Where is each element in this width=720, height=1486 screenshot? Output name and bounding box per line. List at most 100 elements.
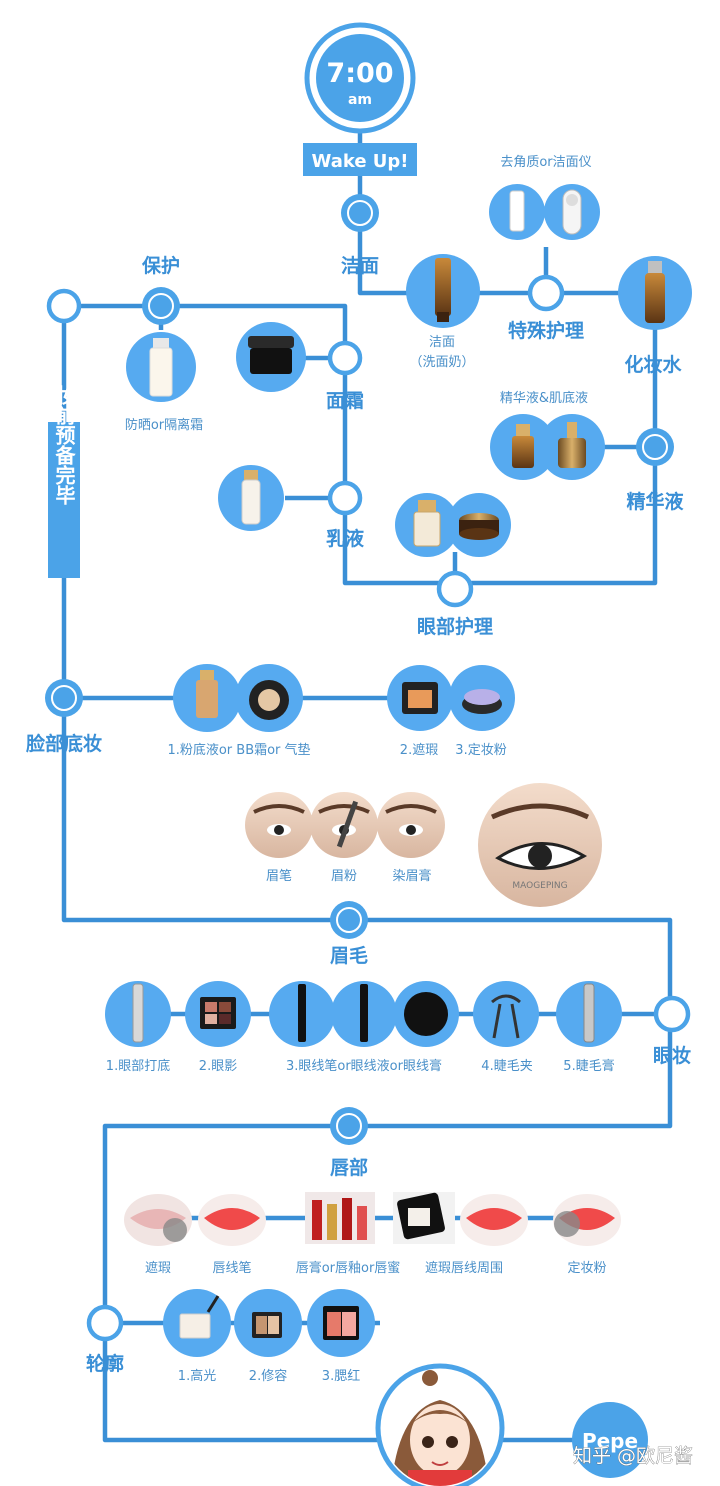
caption-foundation: 1.粉底液or BB霜or 气垫 xyxy=(167,742,310,758)
node-ready xyxy=(46,288,82,324)
toner-bottle-icon xyxy=(645,273,665,323)
eye-cream-jar-icon xyxy=(413,511,441,547)
label-essence: 精华液 xyxy=(626,490,684,513)
product-circles: MAOGEPING xyxy=(105,184,692,1357)
caption-lip-conceal: 遮瑕 xyxy=(145,1260,171,1276)
label-ready: 妆前预备完毕 xyxy=(52,384,76,505)
label-toner: 化妆水 xyxy=(624,353,682,376)
caption-lip-set: 定妆粉 xyxy=(567,1261,606,1276)
foundation-bottle-icon xyxy=(196,680,218,718)
toner-product xyxy=(618,256,692,330)
label-lotion: 乳液 xyxy=(326,527,365,550)
label-eye-care: 眼部护理 xyxy=(417,615,493,638)
caption-lip-edge: 遮瑕唇线周围 xyxy=(425,1260,503,1276)
highlighter-brush-icon xyxy=(179,1313,211,1339)
serum-products xyxy=(490,414,605,480)
label-lips: 唇部 xyxy=(330,1156,368,1179)
caption-setting-powder: 3.定妆粉 xyxy=(455,743,506,758)
node-lotion xyxy=(327,480,363,516)
caption-brow-dye: 染眉膏 xyxy=(392,868,431,884)
clock-ampm: am xyxy=(348,92,372,108)
compact-icon xyxy=(393,1192,455,1244)
node-brow xyxy=(330,901,368,939)
label-cleanse: 洁面 xyxy=(341,254,379,277)
cream-product xyxy=(236,322,306,392)
ready-banner: 妆前预备完毕 xyxy=(48,384,80,578)
caption-cleanser-1: 洁面 xyxy=(429,335,455,350)
watermark: 知乎 @欧尼酱 xyxy=(573,1445,693,1467)
label-face-base: 脸部底妆 xyxy=(26,732,102,755)
eye-closeup-icon: MAOGEPING xyxy=(478,783,602,907)
cream-jar-icon xyxy=(248,336,294,348)
caption-concealer: 2.遮瑕 xyxy=(400,742,438,758)
contour-products xyxy=(163,1289,375,1357)
node-contour xyxy=(86,1304,124,1342)
caption-eye-primer: 1.眼部打底 xyxy=(106,1058,170,1074)
cleanser-icon xyxy=(435,258,451,316)
lotion-product xyxy=(218,465,284,531)
label-brow: 眉毛 xyxy=(330,945,368,967)
mascara-wand-icon xyxy=(132,983,144,1043)
eyeshadow-palette-icon xyxy=(200,997,236,1029)
brand-text: MAOGEPING xyxy=(512,881,567,891)
caption-curler: 4.睫毛夹 xyxy=(481,1059,532,1074)
caption-highlight: 1.高光 xyxy=(178,1368,216,1384)
label-special: 特殊护理 xyxy=(508,319,584,342)
node-face-base xyxy=(45,679,83,717)
pepe-badge: Pepe xyxy=(572,1402,648,1478)
wake-up-banner xyxy=(303,143,417,176)
node-cleanse xyxy=(341,194,379,232)
sunscreen-icon xyxy=(149,347,173,397)
clock-time: 7:00 xyxy=(326,58,393,89)
label-contour: 轮廓 xyxy=(86,1352,124,1375)
caption-lip-liner: 唇线笔 xyxy=(212,1260,251,1276)
alarm-clock-icon xyxy=(316,34,404,122)
label-cream: 面霜 xyxy=(326,390,364,412)
eye-care-products xyxy=(395,493,511,557)
captions: 去角质or洁面仪 洁面 （洗面奶） 精华液&肌底液 防晒or隔离霜 1.粉底液o… xyxy=(106,155,615,1384)
badge-text: Pepe xyxy=(582,1429,638,1453)
eye-makeup-products xyxy=(105,981,622,1047)
lips-icon xyxy=(124,1194,192,1246)
eyeliner-icon xyxy=(298,984,306,1042)
tube-icon xyxy=(509,190,525,232)
caption-mascara: 5.睫毛膏 xyxy=(563,1058,614,1074)
caption-eyeliner: 3.眼线笔or眼线液or眼线膏 xyxy=(286,1058,442,1074)
step-labels: 洁面 特殊护理 化妆水 精华液 眼部护理 乳液 面霜 保护 脸部底妆 眉毛 眼妆… xyxy=(26,254,691,1375)
wake-up-clock: 7:00 am Wake Up! xyxy=(303,22,417,176)
node-essence xyxy=(636,428,674,466)
exfoliate-products xyxy=(489,184,600,240)
caption-eyeshadow: 2.眼影 xyxy=(199,1059,237,1074)
node-eye-makeup xyxy=(653,995,691,1033)
avatar xyxy=(375,1363,505,1486)
caption-sunscreen: 防晒or隔离霜 xyxy=(125,417,203,433)
node-lips xyxy=(330,1107,368,1145)
dropper-bottle-icon xyxy=(512,436,534,468)
caption-shading: 2.修容 xyxy=(249,1368,287,1384)
caption-blush: 3.腮红 xyxy=(322,1368,360,1384)
node-protect xyxy=(142,287,180,325)
node-special xyxy=(527,274,565,312)
step-nodes xyxy=(45,194,691,1342)
concealer-products xyxy=(387,665,515,731)
lotion-bottle-icon xyxy=(241,479,261,525)
eyelash-curler-icon xyxy=(491,994,521,1004)
caption-brow-pencil: 眉笔 xyxy=(266,868,292,884)
cleanser-product xyxy=(406,254,480,328)
sunscreen-product xyxy=(126,332,196,402)
lip-products xyxy=(124,1192,621,1246)
node-eye-care xyxy=(436,570,474,608)
label-eye-makeup: 眼妆 xyxy=(653,1044,691,1067)
brow-eye-icon xyxy=(245,792,313,858)
brow-products xyxy=(245,792,445,858)
caption-lipstick: 唇膏or唇釉or唇蜜 xyxy=(296,1260,401,1276)
lipstick-icon xyxy=(305,1192,375,1244)
wake-up-text: Wake Up! xyxy=(311,151,408,172)
caption-cleanser-2: （洗面奶） xyxy=(409,355,474,370)
node-cream xyxy=(327,340,363,376)
caption-serum: 精华液&肌底液 xyxy=(500,390,588,406)
caption-brow-powder: 眉粉 xyxy=(331,869,357,884)
avatar-girl-icon xyxy=(382,1370,498,1486)
caption-exfoliate: 去角质or洁面仪 xyxy=(500,155,591,170)
